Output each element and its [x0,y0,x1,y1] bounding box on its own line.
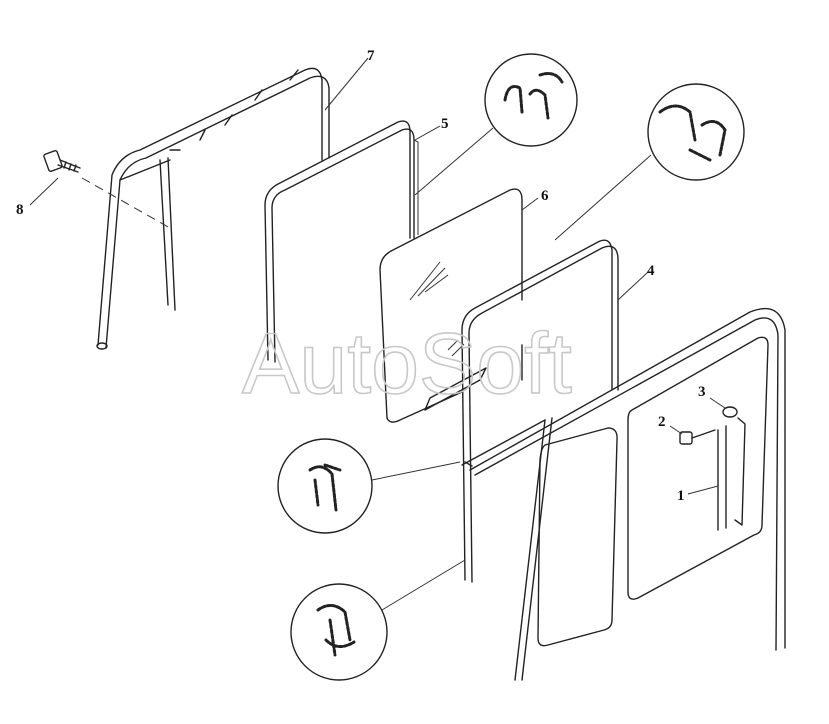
clip-part-3 [709,397,738,418]
seal-part-5 [264,120,419,363]
watermark-text: AutoSoft [242,316,572,412]
glass-part-6 [379,188,523,423]
callout-label-7: 7 [367,48,375,64]
detail-circle-seal-middle [277,438,461,534]
seal-part-4 [461,239,619,583]
door-body [469,307,786,681]
leader-lines [324,57,719,495]
callout-label-5: 5 [441,116,449,132]
bolt-part-8 [29,150,171,229]
detail-circle-seal-4 [554,83,745,241]
frame-part-7 [96,67,330,350]
callout-label-4: 4 [647,263,655,279]
callout-label-6: 6 [541,188,549,204]
screw-part-2 [669,425,716,445]
callout-label-8: 8 [16,202,24,218]
detail-circle-seal-7 [414,53,578,196]
callout-label-1: 1 [677,488,685,504]
detail-circle-seal-bottom [290,559,466,681]
callout-label-3: 3 [698,384,706,400]
callout-label-2: 2 [658,414,666,430]
